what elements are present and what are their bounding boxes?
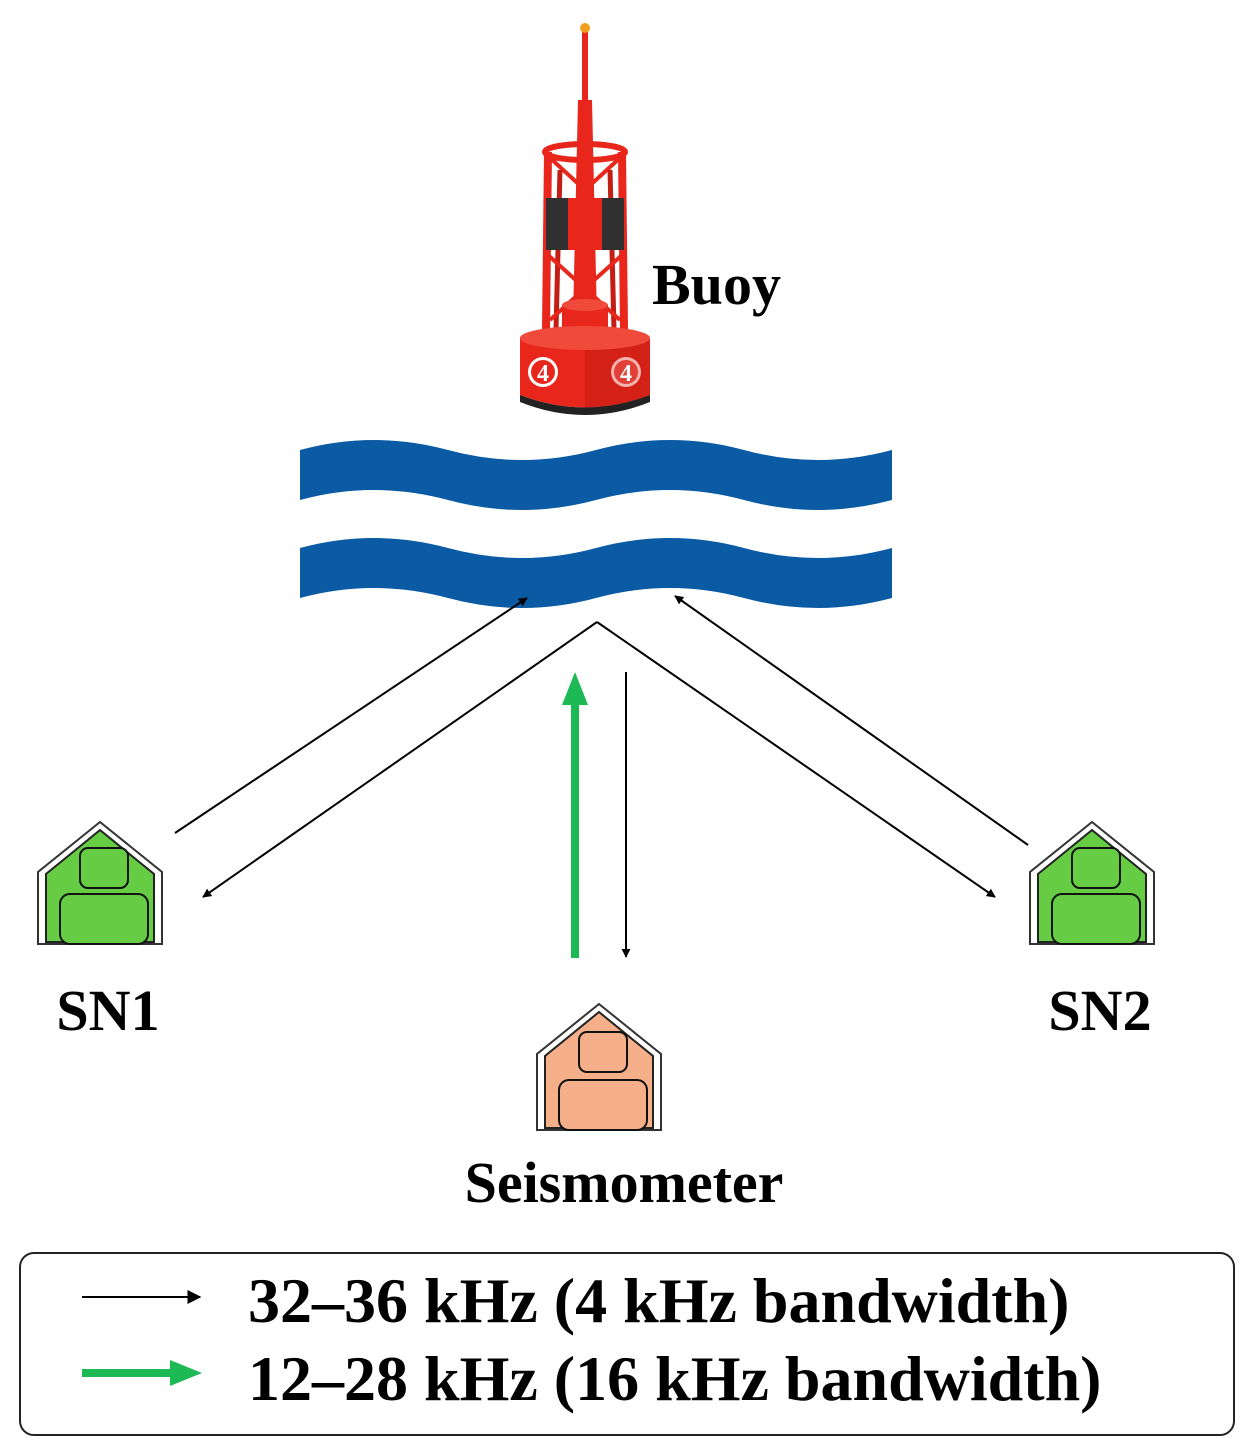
seismometer-label: Seismometer [465,1150,784,1215]
seismometer-node-icon [536,1002,662,1131]
legend-box [19,1252,1235,1436]
sn2-label: SN2 [1048,978,1151,1043]
legend: 32–36 kHz (4 kHz bandwidth) 12–28 kHz (1… [19,1252,1235,1436]
arrow-buoy-to-sn1 [202,621,598,898]
sn2-node-icon [1029,820,1155,945]
arrow-sn2-to-buoy [674,595,1029,846]
buoy-number-right: 4 [620,361,632,387]
legend-item-black: 32–36 kHz (4 kHz bandwidth) [248,1265,1069,1336]
legend-item-green: 12–28 kHz (16 kHz bandwidth) [248,1343,1101,1414]
sn1-node-icon [37,820,163,945]
link-arrows [174,595,1029,958]
arrow-buoy-to-sn2 [596,621,996,898]
buoy-number-left: 4 [537,361,549,387]
sn1-label: SN1 [56,978,159,1043]
water-waves-icon [300,440,892,608]
legend-arrow-green-icon [82,1360,202,1386]
buoy-icon: 4 4 [520,23,650,415]
buoy-label: Buoy [652,252,781,317]
arrow-sn1-to-buoy [174,597,528,834]
arrow-seismometer-to-buoy [562,672,588,958]
